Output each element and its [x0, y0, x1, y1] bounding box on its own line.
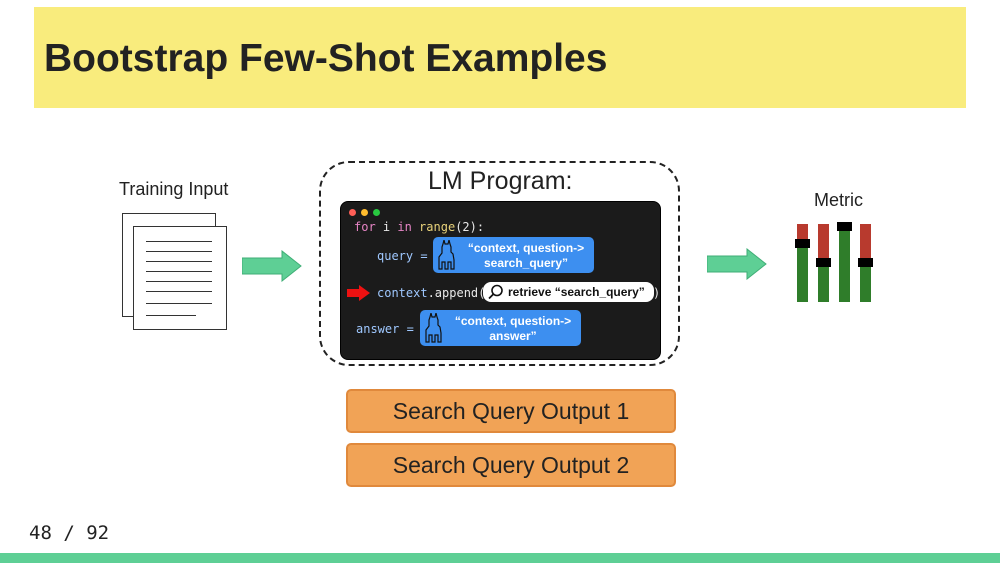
code-panel: for i in range(2): query = “context, que…: [340, 201, 661, 360]
retrieve-label: retrieve “search_query”: [508, 285, 645, 299]
arrow-right-icon: [242, 250, 302, 282]
code-close-paren: ): [653, 286, 661, 300]
red-arrow-icon: [347, 285, 370, 301]
query-signature-line2: search_query”: [483, 256, 569, 270]
query-module-pill: “context, question-> search_query”: [433, 237, 594, 273]
output-box-1: Search Query Output 1: [346, 389, 676, 433]
retrieve-module-pill: retrieve “search_query”: [483, 282, 654, 302]
answer-module-pill: “context, question-> answer”: [420, 310, 581, 346]
title-banner: Bootstrap Few-Shot Examples: [34, 7, 966, 108]
metric-label: Metric: [814, 190, 863, 210]
training-input-label: Training Input: [119, 179, 229, 199]
bottom-accent-bar: [0, 553, 1000, 563]
llama-icon: [425, 313, 442, 343]
document-front-icon: [133, 226, 227, 330]
code-line-answer: answer =: [356, 322, 414, 336]
lm-program-frame: [319, 161, 680, 366]
query-signature-line1: “context, question->: [467, 241, 585, 255]
output-box-2: Search Query Output 2: [346, 443, 676, 487]
code-line-loop: for i in range(2):: [354, 220, 485, 234]
answer-signature-line1: “context, question->: [454, 314, 572, 328]
window-close-dot: [349, 209, 356, 216]
code-line-append: context.append(: [377, 286, 486, 300]
llama-icon: [438, 240, 455, 270]
arrow-right-icon: [707, 248, 767, 280]
window-minimize-dot: [361, 209, 368, 216]
slide-title: Bootstrap Few-Shot Examples: [44, 37, 608, 80]
page-number: 48 / 92: [29, 522, 110, 544]
code-line-query: query =: [377, 249, 428, 263]
answer-signature-line2: answer”: [489, 329, 537, 343]
search-icon: [488, 284, 503, 300]
lm-program-title: LM Program:: [428, 167, 573, 195]
window-maximize-dot: [373, 209, 380, 216]
